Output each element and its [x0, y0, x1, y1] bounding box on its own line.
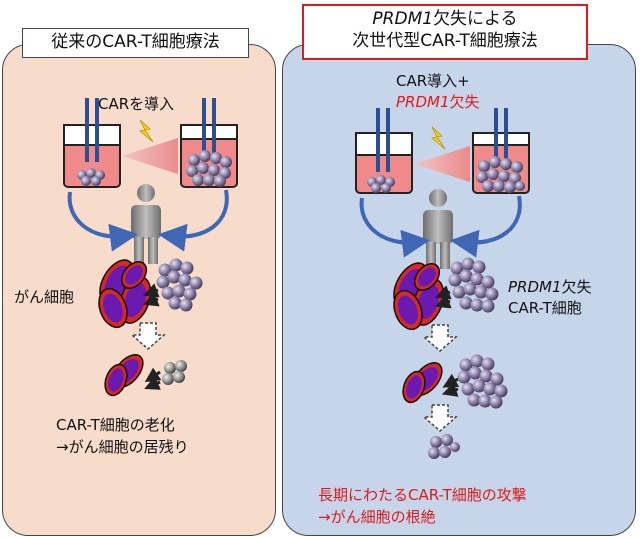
cell-gene-label: PRDM1欠失 — [508, 276, 592, 297]
cancer-cells-right-1 — [393, 262, 445, 331]
tcell-cluster-right-2 — [457, 354, 508, 409]
culture-vessel-left — [63, 98, 121, 188]
tcell-cluster-right-1 — [448, 257, 499, 313]
lightning-icon — [139, 119, 154, 143]
left-outcome-line1: CAR-T細胞の老化 — [56, 416, 175, 434]
car-gene-deletion-label: PRDM1欠失 — [396, 91, 480, 112]
infusion-arrow-right — [359, 197, 430, 258]
cell-gene: PRDM1 — [508, 278, 562, 296]
expansion-cone — [122, 138, 178, 174]
cancer-cells-right-2 — [402, 362, 443, 404]
car-intro-label: CARを導入 — [98, 95, 175, 113]
title-gene: PRDM1 — [372, 9, 434, 29]
title-line2: 次世代型CAR-T細胞療法 — [352, 31, 538, 51]
lightning-icon-right — [431, 126, 446, 150]
expansion-cone-right — [414, 146, 470, 182]
cell-type-label: CAR-T細胞 — [508, 299, 582, 317]
cancer-cell-label: がん細胞 — [14, 288, 75, 306]
patient-icon — [131, 184, 161, 264]
expansion-arrow — [158, 189, 229, 252]
left-panel-title: 従来のCAR-T細胞療法 — [22, 28, 249, 58]
down-arrow-right-1 — [422, 324, 458, 352]
tcell-cluster-left-1 — [156, 258, 203, 312]
patient-icon-right — [423, 189, 453, 269]
car-intro-label-right: CAR導入+ — [396, 72, 470, 90]
exhausted-tcells-left — [162, 360, 187, 385]
right-panel-title: PRDM1欠失による 次世代型CAR-T細胞療法 — [302, 4, 588, 60]
down-arrow-right-2 — [422, 404, 458, 432]
title-line1-rest: 欠失による — [433, 9, 518, 29]
car-gene-suffix: 欠失 — [449, 93, 480, 111]
left-outcome-line2: →がん細胞の居残り — [56, 438, 189, 456]
right-outcome-line1: 長期にわたるCAR-T細胞の攻撃 — [318, 486, 527, 504]
right-outcome-line2: →がん細胞の根絶 — [318, 508, 436, 526]
cell-gene-suffix: 欠失 — [561, 278, 592, 296]
cancer-cells-left-2 — [104, 354, 144, 397]
tcell-cluster-right-3 — [428, 434, 460, 459]
down-arrow-left — [130, 322, 166, 350]
culture-vessel-right-panel-1 — [355, 108, 413, 194]
culture-vessel-right — [180, 98, 238, 188]
infusion-arrow — [67, 191, 138, 252]
cancer-cells-left-1 — [98, 259, 152, 329]
expansion-arrow-right — [450, 195, 522, 258]
culture-vessel-right-panel-2 — [472, 108, 530, 194]
car-gene: PRDM1 — [396, 93, 450, 111]
